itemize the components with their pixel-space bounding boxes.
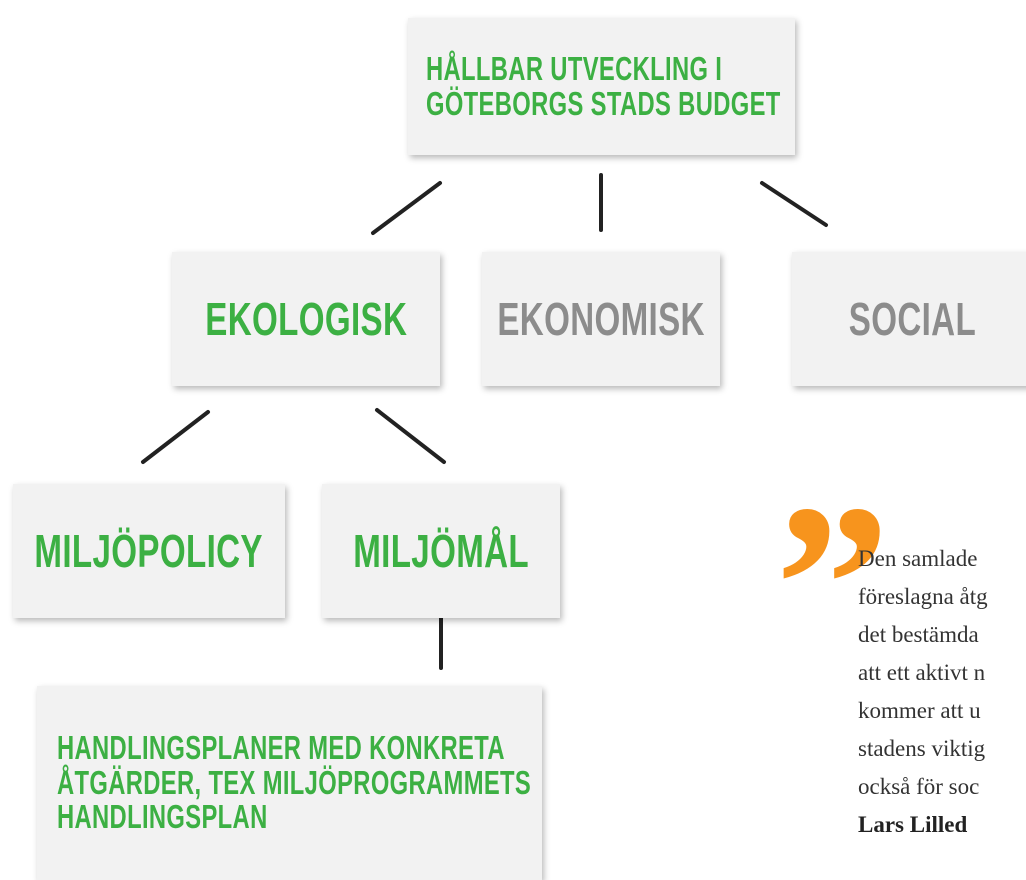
- node-miljopolicy: Miljöpolicy: [13, 484, 285, 618]
- quote-line-1: Den samlade: [858, 546, 978, 571]
- quote-line-5: kommer att u: [858, 698, 981, 723]
- node-root-line-2: Göteborgs stads budget: [426, 84, 781, 122]
- node-ekologisk: Ekologisk: [172, 252, 440, 386]
- node-ekonomisk-label: Ekonomisk: [497, 293, 705, 345]
- node-handlingsplaner-line-1: Handlingsplaner med konkreta: [57, 729, 505, 767]
- node-root-label: Hållbar utveckling i Göteborgs stads bud…: [426, 49, 781, 122]
- connector-ekologisk-miljopolicy: [141, 410, 210, 464]
- quote-line-7: också för soc: [858, 774, 980, 799]
- connector-root-social: [760, 181, 828, 227]
- connector-root-ekologisk: [371, 181, 442, 235]
- node-handlingsplaner-line-3: handlingsplan: [57, 798, 268, 836]
- quote-line-3: det bestämda: [858, 622, 979, 647]
- node-ekologisk-label: Ekologisk: [205, 293, 407, 345]
- node-root: Hållbar utveckling i Göteborgs stads bud…: [408, 18, 795, 155]
- quote-line-4: att ett aktivt n: [858, 660, 986, 685]
- node-handlingsplaner-label: Handlingsplaner med konkreta åtgärder, t…: [57, 729, 532, 836]
- quote-line-2: föreslagna åtg: [858, 584, 988, 609]
- node-ekonomisk: Ekonomisk: [482, 252, 720, 386]
- quote-mark-icon: ”: [775, 457, 890, 712]
- quote-block: Den samlade föreslagna åtg det bestämda …: [858, 540, 988, 844]
- connector-ekologisk-miljomal: [375, 408, 446, 464]
- node-miljopolicy-label: Miljöpolicy: [34, 525, 264, 577]
- quote-author: Lars Lilled: [858, 812, 968, 837]
- node-social: Social: [792, 252, 1026, 386]
- node-social-label: Social: [848, 293, 976, 345]
- node-handlingsplaner: Handlingsplaner med konkreta åtgärder, t…: [37, 686, 542, 880]
- node-miljomal: Miljömål: [322, 484, 560, 618]
- node-root-line-1: Hållbar utveckling i: [426, 49, 723, 87]
- node-handlingsplaner-line-2: åtgärder, tex miljöprogrammets: [57, 763, 532, 801]
- node-miljomal-label: Miljömål: [353, 525, 529, 577]
- quote-line-6: stadens viktig: [858, 736, 986, 761]
